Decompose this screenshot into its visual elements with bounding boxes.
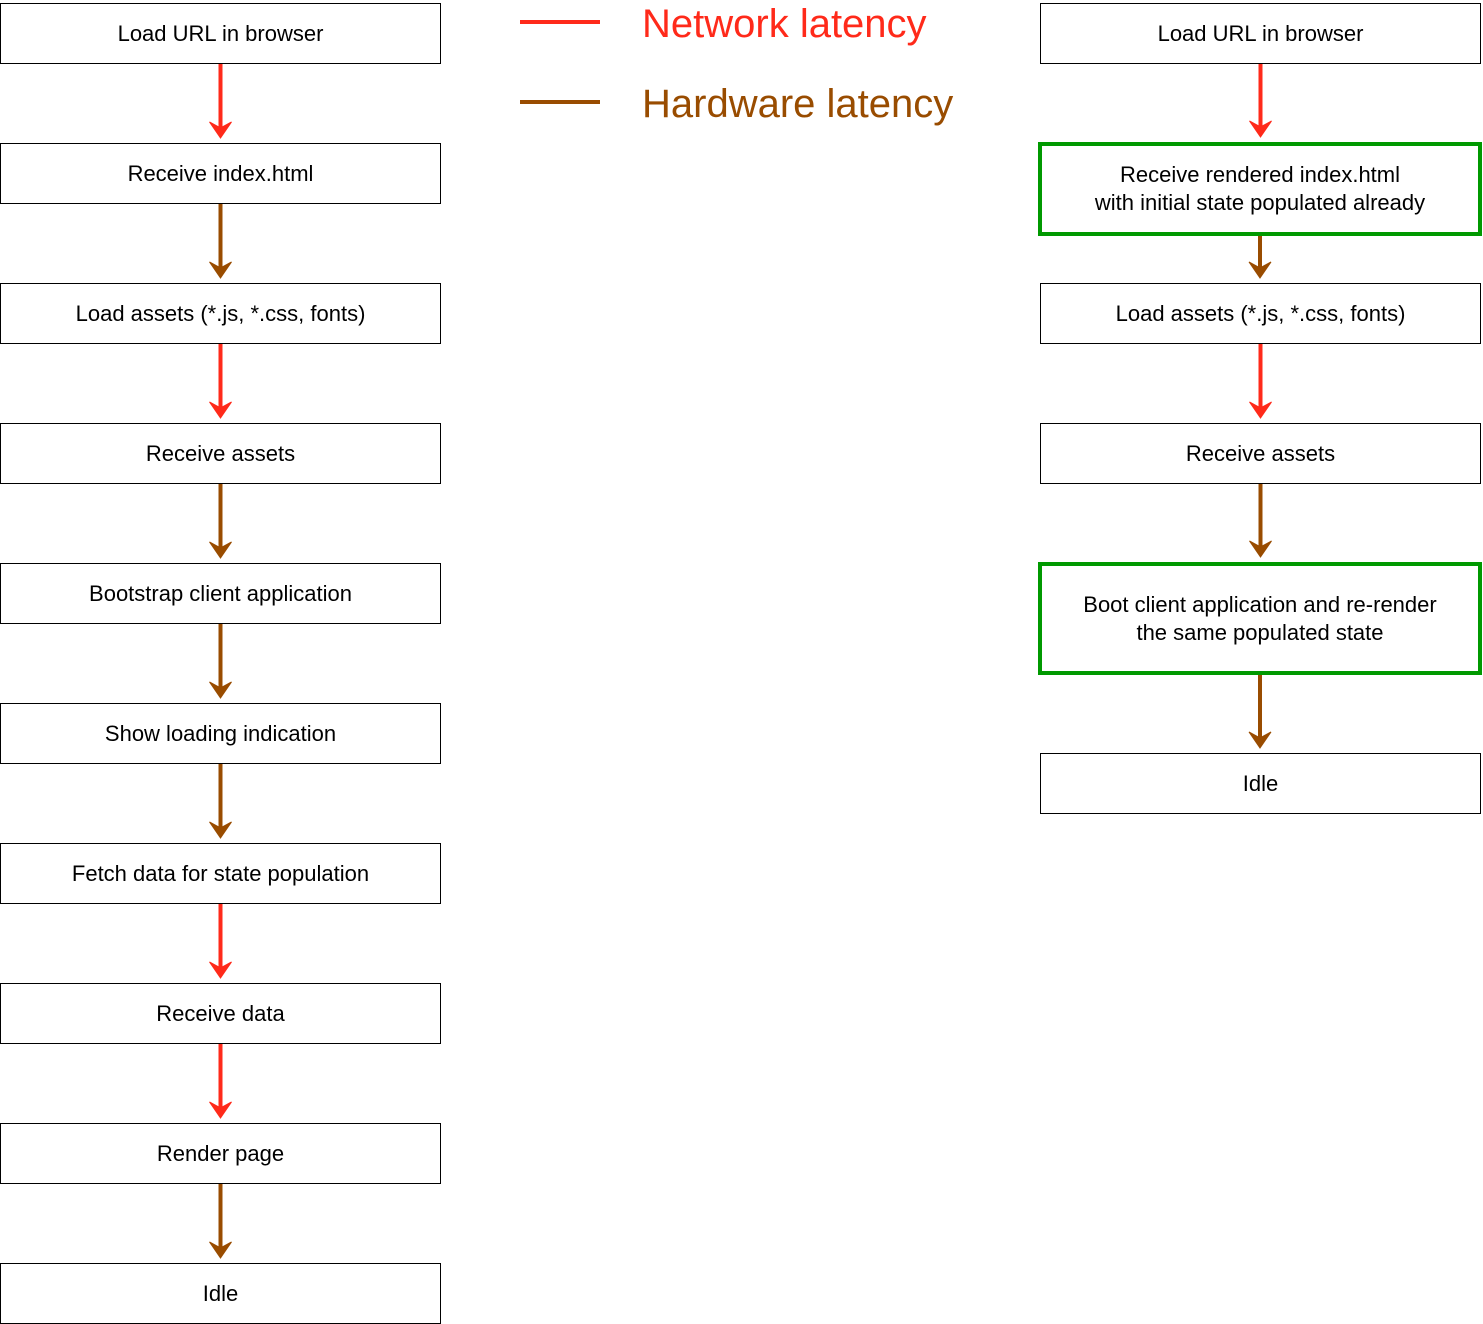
legend-network-label: Network latency	[642, 2, 927, 46]
right-arrow-network	[1249, 344, 1272, 419]
left-arrow-hardware	[209, 624, 232, 699]
left-step: Render page	[0, 1123, 441, 1184]
left-arrow-hardware	[209, 1184, 232, 1259]
right-arrow-network	[1249, 64, 1272, 138]
right-step: Load URL in browser	[1040, 3, 1481, 64]
right-arrow-hardware	[1248, 236, 1272, 279]
right-step: Load assets (*.js, *.css, fonts)	[1040, 283, 1481, 344]
left-step: Idle	[0, 1263, 441, 1324]
left-arrow-network	[209, 904, 232, 979]
right-step: Idle	[1040, 753, 1481, 814]
legend-network-line	[520, 20, 600, 24]
left-arrow-network	[209, 64, 232, 139]
left-step: Receive data	[0, 983, 441, 1044]
right-arrow-hardware	[1249, 484, 1272, 558]
left-arrow-hardware	[209, 204, 232, 279]
left-step: Load URL in browser	[0, 3, 441, 64]
right-step: Receive assets	[1040, 423, 1481, 484]
left-step: Receive assets	[0, 423, 441, 484]
right-step-highlighted: Receive rendered index.html with initial…	[1038, 142, 1482, 236]
left-arrow-network	[209, 344, 232, 419]
left-step: Fetch data for state population	[0, 843, 441, 904]
left-step: Receive index.html	[0, 143, 441, 204]
left-arrow-network	[209, 1044, 232, 1119]
right-step-highlighted: Boot client application and re-render th…	[1038, 562, 1482, 675]
left-step: Show loading indication	[0, 703, 441, 764]
legend-hardware-label: Hardware latency	[642, 82, 954, 126]
left-step: Load assets (*.js, *.css, fonts)	[0, 283, 441, 344]
right-arrow-hardware	[1248, 675, 1272, 749]
left-step: Bootstrap client application	[0, 563, 441, 624]
legend-hardware-line	[520, 100, 600, 104]
left-arrow-hardware	[209, 764, 232, 839]
left-arrow-hardware	[209, 484, 232, 559]
